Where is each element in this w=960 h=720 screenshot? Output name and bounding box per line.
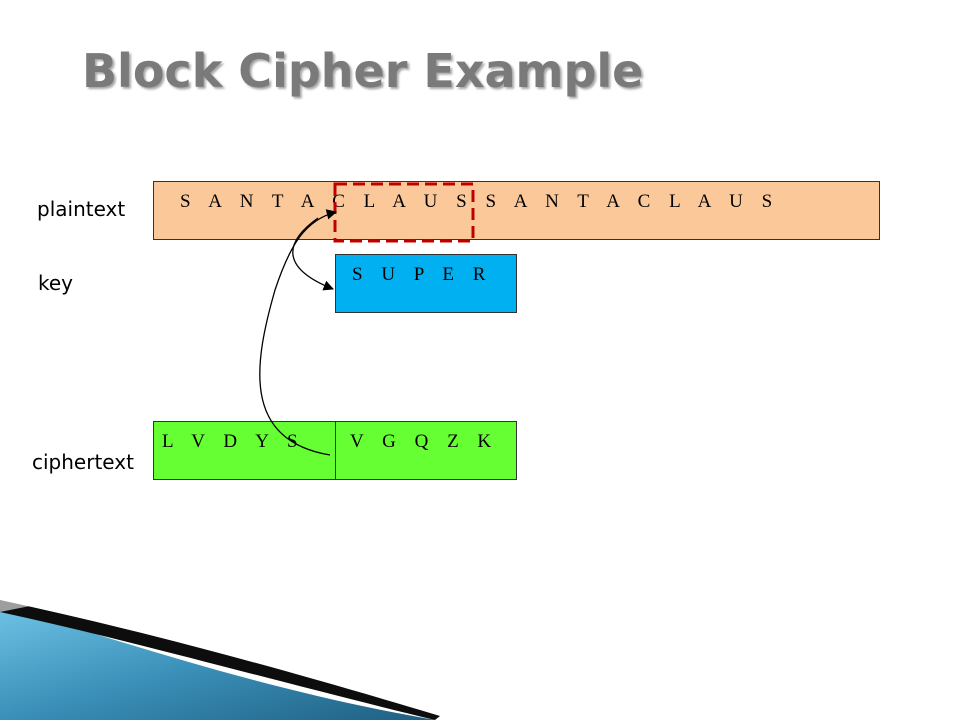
plaintext-text: S A N T A C L A U S S A N T A C L A U S [180, 191, 778, 212]
block-highlight [333, 182, 475, 243]
plaintext-label: plaintext [37, 197, 126, 221]
ciphertext-box-2 [335, 421, 517, 480]
arrow-plaintext-to-key [292, 217, 334, 291]
slide-title: Block Cipher Example [82, 44, 644, 98]
key-label: key [38, 271, 74, 295]
decorative-ribbon [0, 600, 440, 720]
ciphertext-box-1 [153, 421, 336, 480]
key-box [335, 254, 517, 313]
plaintext-box [153, 181, 880, 240]
ciphertext-text-2: V G Q Z K [350, 431, 497, 452]
ciphertext-text-1: L V D Y S [162, 431, 303, 452]
arrow-cipher-to-plaintext [259, 209, 338, 456]
ciphertext-label: ciphertext [32, 450, 134, 474]
key-text: S U P E R [352, 264, 491, 285]
